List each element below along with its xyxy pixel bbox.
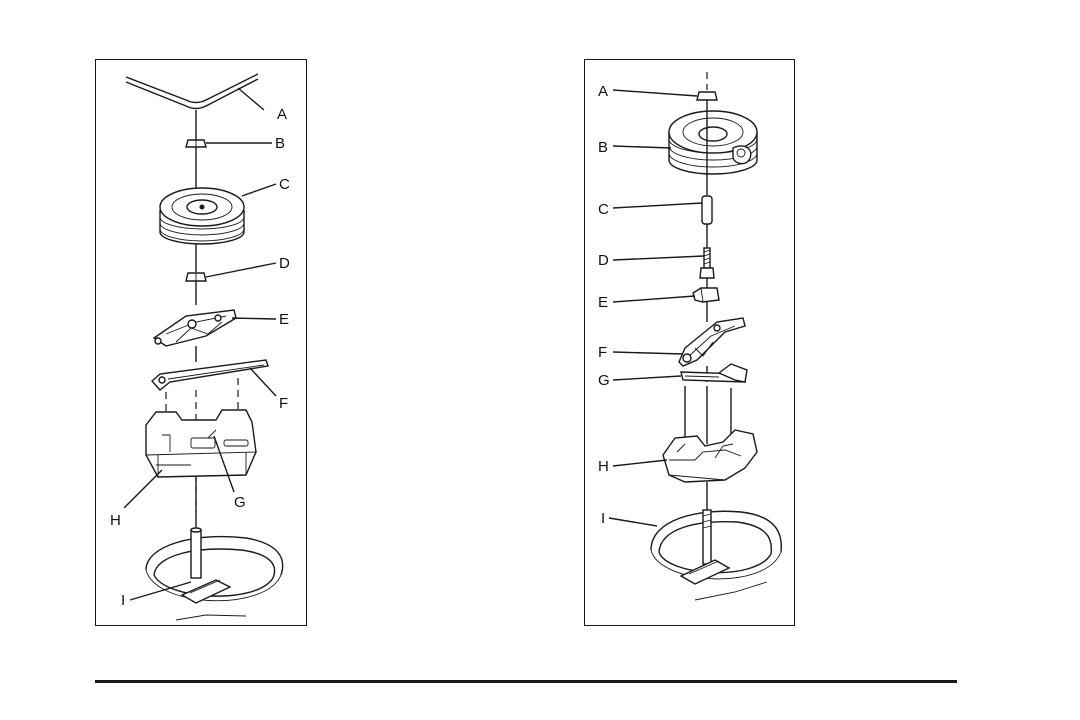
right-wheel-well-part [651, 510, 781, 600]
left-callout-d: D [279, 255, 290, 272]
left-callout-b: B [275, 135, 285, 152]
right-callout-d: D [598, 252, 609, 269]
right-diagram-art: A B C D E F G H I [585, 60, 796, 627]
left-callout-c: C [279, 176, 290, 193]
retainer-nut-part [186, 273, 206, 281]
right-callout-b: B [598, 139, 608, 156]
right-jack-part [679, 318, 745, 366]
storage-tray-part [146, 410, 256, 477]
jack-part [154, 310, 236, 346]
right-jack-handle-part [681, 364, 747, 382]
compact-spare-part [669, 111, 757, 174]
left-leader-lines [124, 88, 276, 600]
retaining-clip-part [693, 288, 719, 302]
right-callout-c: C [598, 201, 609, 218]
wheel-well-part [146, 528, 283, 620]
spare-tire-part [160, 188, 244, 244]
left-exploded-diagram: A B C D E F G H I [95, 59, 307, 626]
left-callout-f: F [279, 395, 288, 412]
right-callout-h: H [598, 458, 609, 475]
right-callout-f: F [598, 344, 607, 361]
left-callout-g: G [234, 494, 246, 511]
right-callout-e: E [598, 294, 608, 311]
left-callout-i: I [121, 592, 125, 609]
right-callout-i: I [601, 510, 605, 527]
right-callout-g: G [598, 372, 610, 389]
right-exploded-diagram: A B C D E F G H I [584, 59, 795, 626]
left-callout-h: H [110, 512, 121, 529]
left-diagram-art: A B C D E F G H I [96, 60, 308, 627]
jack-handle-part [152, 360, 268, 390]
top-nut-part [697, 92, 717, 100]
left-callout-a: A [277, 106, 287, 123]
footer-rule [95, 680, 957, 683]
floor-panel-part [126, 74, 258, 109]
left-callout-e: E [279, 311, 289, 328]
threaded-rod-part [700, 248, 714, 278]
right-callout-a: A [598, 83, 608, 100]
wingnut-part [186, 140, 206, 147]
spacer-part [702, 196, 712, 224]
right-storage-tray-part [663, 430, 757, 482]
